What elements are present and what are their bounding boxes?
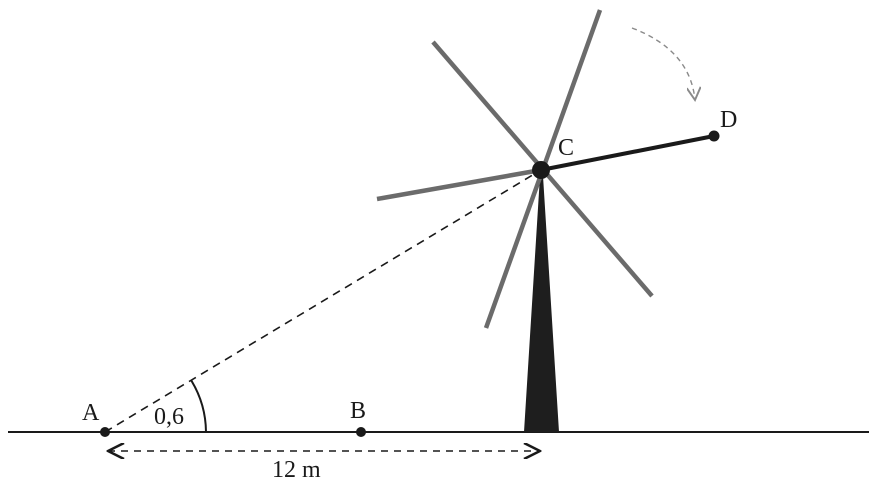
blade-3: [376, 167, 542, 202]
windmill-blades: [376, 9, 654, 329]
point-d-dot: [708, 130, 720, 142]
angle-arc: [190, 379, 207, 433]
rotation-arrow: [631, 27, 695, 100]
distance-label: 12 m: [272, 457, 321, 483]
label-a: A: [82, 400, 100, 426]
angle-label: 0,6: [154, 404, 184, 430]
sight-line-ac: [104, 169, 542, 433]
point-a-dot: [100, 427, 110, 437]
label-d: D: [720, 107, 737, 133]
windmill-tower: [524, 176, 559, 432]
point-b-dot: [356, 427, 366, 437]
label-c: C: [558, 135, 574, 161]
label-b: B: [350, 398, 366, 424]
point-c-hub: [532, 161, 550, 179]
blade-cd: [540, 134, 715, 172]
